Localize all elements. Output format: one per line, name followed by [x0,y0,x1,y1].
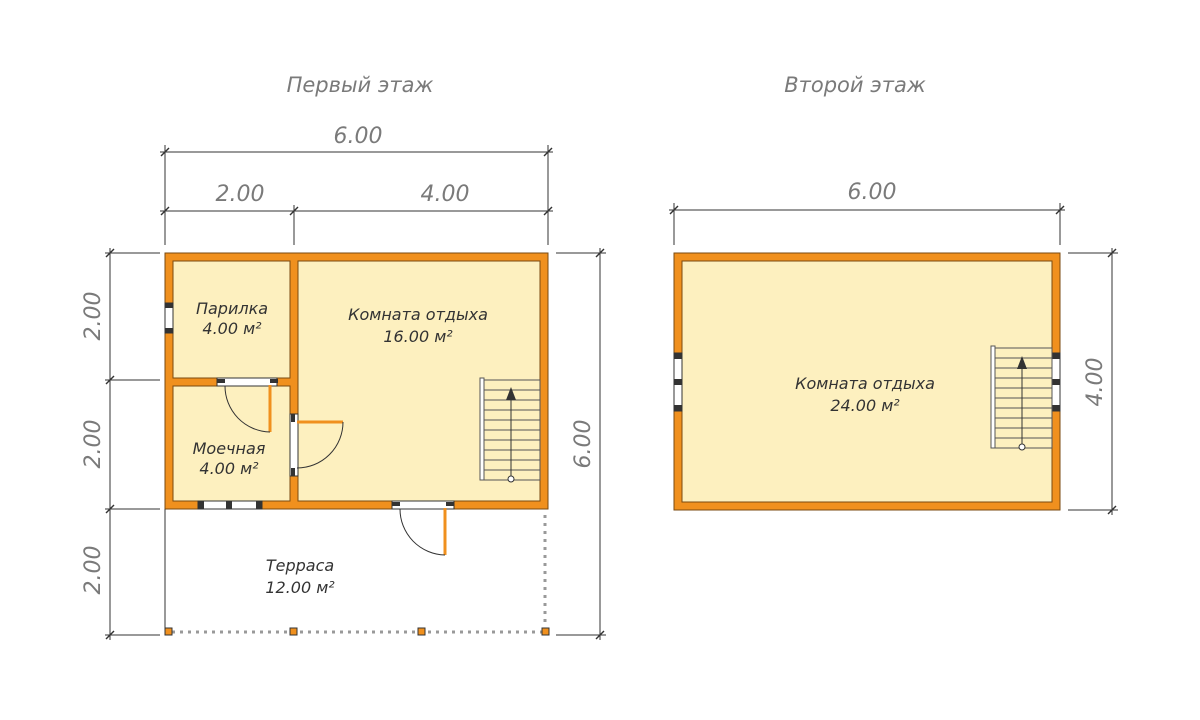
arrow-up-icon [506,387,516,400]
door [216,377,278,387]
staircase [990,345,1053,451]
dim-left-width: 2.00 [216,182,265,207]
room-area-terrace: 12.00 м² [265,578,335,597]
second-floor-building: Комната отдыха 24.00 м² [673,252,1061,511]
dim-total-height: 6.00 [571,420,596,469]
room-label-komnata-2: Комната отдыха [795,374,935,393]
room-komnata-2 [681,260,1053,503]
first-floor-dimensions: 6.00 2.00 4.00 2.00 2.00 2.00 6.00 [81,124,606,640]
second-floor-dimensions: 6.00 4.00 [669,180,1118,515]
room-area-parilka: 4.00 м² [202,319,262,338]
room-label-komnata: Комната отдыха [348,305,488,324]
room-parilka [172,260,291,379]
first-floor-title: Первый этаж [287,73,434,97]
room-label-moechnaya: Моечная [193,439,266,458]
dim-total-width: 6.00 [334,124,383,149]
door [289,413,299,477]
room-label-terrace: Терраса [266,556,334,575]
entry-door [391,500,455,510]
terrace [164,509,550,636]
room-area-komnata-2: 24.00 м² [830,396,900,415]
staircase [479,377,541,483]
dim-right-width: 4.00 [421,182,470,207]
dim-second-width: 6.00 [848,180,897,205]
dim-left-h2: 2.00 [81,420,106,469]
room-area-komnata: 16.00 м² [383,327,453,346]
room-area-moechnaya: 4.00 м² [199,459,259,478]
dim-second-height: 4.00 [1083,358,1108,407]
second-floor-title: Второй этаж [784,73,926,97]
room-label-parilka: Парилка [196,299,268,318]
dim-left-h3: 2.00 [81,546,106,595]
arrow-up-icon [1017,356,1027,369]
dim-left-h1: 2.00 [81,292,106,341]
first-floor-building: Парилка 4.00 м² Комната отдыха 16.00 м² … [164,252,550,636]
